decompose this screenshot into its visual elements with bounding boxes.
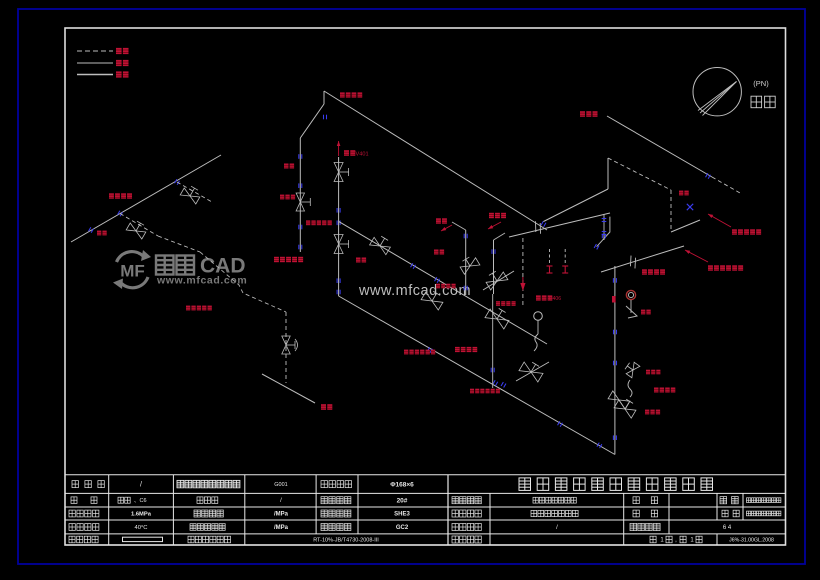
svg-text:20#: 20# [397,497,408,504]
svg-text:MF: MF [120,262,145,281]
svg-text:40°C: 40°C [135,525,148,531]
svg-text:1: 1 [690,538,694,544]
svg-text:Φ168×6: Φ168×6 [390,481,414,488]
svg-text:,: , [675,538,677,544]
svg-text:RT-10%-JB/T4730-2008-III: RT-10%-JB/T4730-2008-III [313,538,379,544]
svg-text:/MPa: /MPa [274,525,289,531]
svg-text:GC2: GC2 [396,525,409,531]
svg-text:/: / [140,482,142,489]
svg-text:1.6MPa: 1.6MPa [131,512,152,518]
svg-text:/: / [280,498,282,504]
svg-text:SHE3: SHE3 [394,512,410,518]
svg-text:CAD: CAD [200,255,246,278]
svg-text:(PN): (PN) [753,79,769,88]
svg-text:J6%-31.00GL.2008: J6%-31.00GL.2008 [729,538,774,544]
svg-text:G001: G001 [274,482,287,488]
svg-text:1: 1 [660,538,664,544]
svg-text:V401: V401 [356,152,369,158]
svg-text:/MPa: /MPa [274,512,289,518]
svg-text:/: / [556,525,558,531]
svg-text:、C6: 、C6 [134,498,147,504]
svg-text:www.mfcad.com: www.mfcad.com [156,275,247,287]
svg-text:P406: P406 [549,296,561,302]
svg-text:6 4: 6 4 [723,525,732,531]
